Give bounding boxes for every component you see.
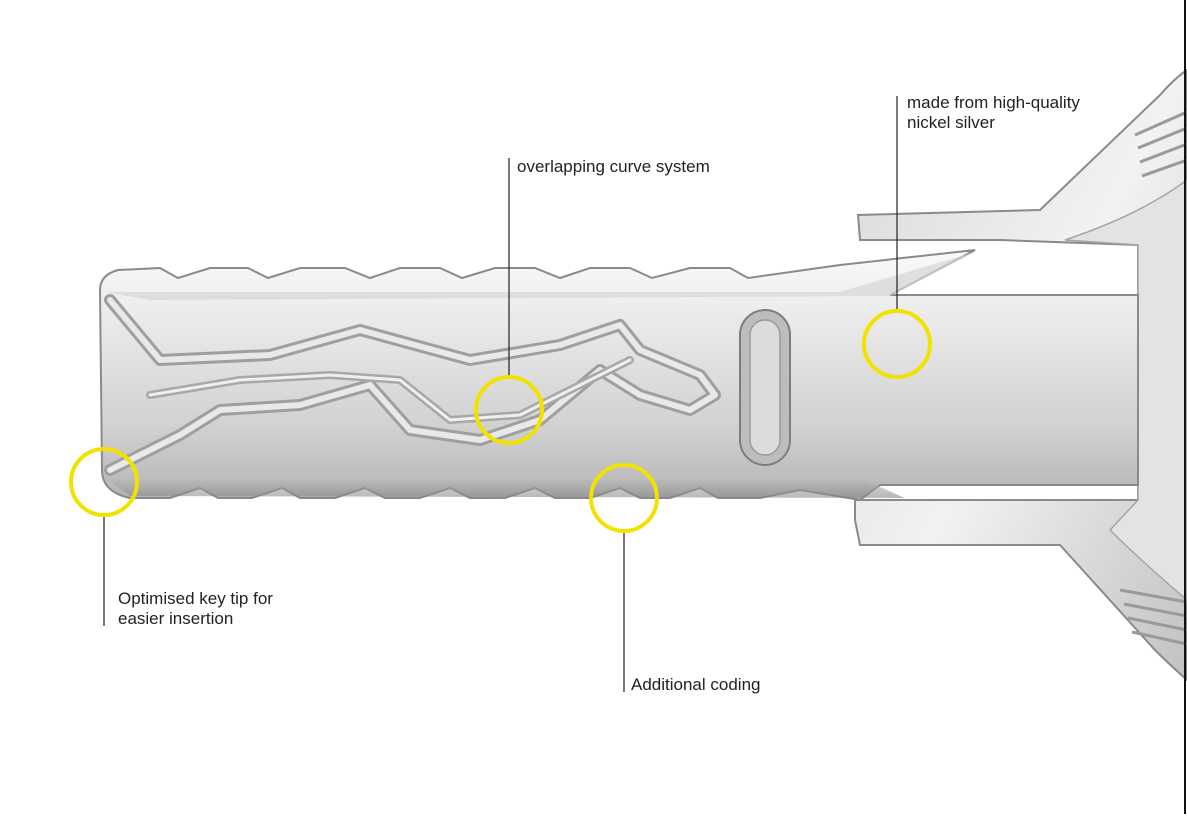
callout-tip-line-2: easier insertion: [118, 609, 234, 628]
blade-bottom-bevel: [105, 478, 905, 498]
callout-material-line-2: nickel silver: [907, 113, 995, 132]
callout-coding: Additional coding: [631, 675, 760, 695]
blade-slot-inner: [749, 319, 781, 456]
bow-grip-top: [1134, 110, 1187, 178]
marker-coding: [589, 463, 659, 533]
callout-material: made from high-quality nickel silver: [907, 93, 1080, 133]
callout-curve: overlapping curve system: [517, 157, 710, 177]
callout-coding-line-1: Additional coding: [631, 675, 761, 694]
bow-grip-bottom: [1119, 588, 1187, 646]
curve-channel: [104, 294, 721, 476]
callout-tip: Optimised key tip for easier insertion: [118, 589, 273, 629]
leader-lines: [103, 96, 898, 692]
callout-curve-line-1: overlapping curve system: [517, 157, 710, 176]
blade-top-bevel: [105, 252, 975, 300]
marker-curve: [474, 375, 544, 445]
marker-material: [862, 309, 932, 379]
callout-material-line-1: made from high-quality: [907, 93, 1080, 112]
page-edge-divider: [1184, 0, 1186, 814]
callout-tip-line-1: Optimised key tip for: [118, 589, 273, 608]
marker-tip: [69, 447, 139, 517]
key-bow: [854, 68, 1187, 682]
